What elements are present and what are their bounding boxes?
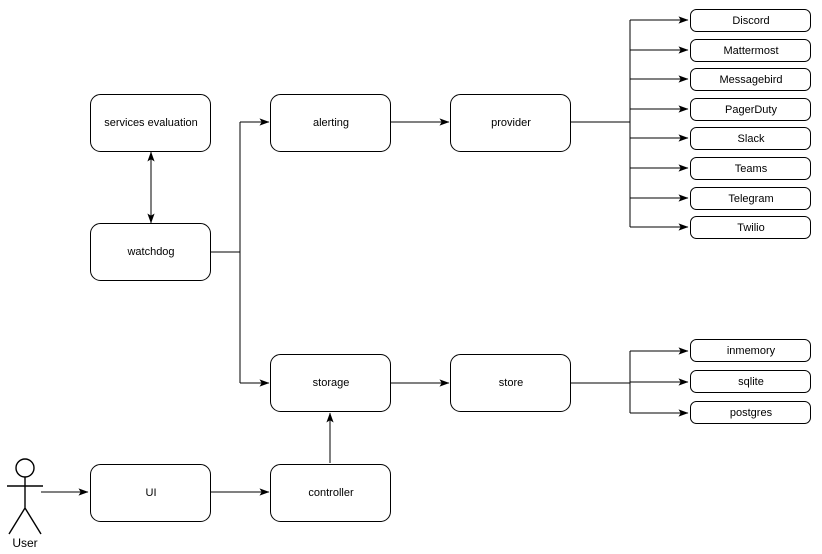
node-provider-messagebird-box[interactable] (690, 68, 811, 91)
node-provider-twilio-box[interactable] (690, 216, 811, 239)
node-store-inmemory-label: inmemory (727, 345, 776, 357)
node-provider-twilio-label: Twilio (737, 222, 765, 234)
node-store-sqlite[interactable]: sqlite (690, 370, 811, 393)
node-provider-pagerduty-box[interactable] (690, 98, 811, 121)
node-store-sqlite-label: sqlite (738, 376, 764, 388)
node-provider-discord-label: Discord (732, 15, 769, 27)
node-provider-box[interactable] (450, 94, 571, 152)
node-services-evaluation-label: services evaluation (104, 117, 198, 129)
node-provider-telegram-label: Telegram (728, 193, 773, 205)
node-controller[interactable]: controller (270, 464, 391, 522)
node-provider-telegram-box[interactable] (690, 187, 811, 210)
node-store-inmemory-box[interactable] (690, 339, 811, 362)
node-storage-label: storage (313, 377, 350, 389)
node-alerting-box[interactable] (270, 94, 391, 152)
node-store-sqlite-box[interactable] (690, 370, 811, 393)
node-storage-box[interactable] (270, 354, 391, 412)
node-store-label: store (499, 377, 523, 389)
node-provider-teams-label: Teams (735, 163, 768, 175)
node-provider-mattermost-box[interactable] (690, 39, 811, 62)
node-watchdog[interactable]: watchdog (90, 223, 211, 281)
user-actor: User (7, 458, 43, 550)
node-store-box[interactable] (450, 354, 571, 412)
node-provider-telegram[interactable]: Telegram (690, 187, 811, 210)
actor-body-icon (7, 477, 43, 535)
node-provider-messagebird[interactable]: Messagebird (690, 68, 811, 91)
node-store[interactable]: store (450, 354, 571, 412)
node-provider-teams-box[interactable] (690, 157, 811, 180)
node-controller-label: controller (308, 487, 354, 499)
node-provider[interactable]: provider (450, 94, 571, 152)
actor-head-icon (15, 458, 35, 478)
node-controller-box[interactable] (270, 464, 391, 522)
node-provider-discord[interactable]: Discord (690, 9, 811, 32)
node-provider-mattermost-label: Mattermost (723, 45, 778, 57)
node-store-postgres[interactable]: postgres (690, 401, 811, 424)
node-store-postgres-box[interactable] (690, 401, 811, 424)
node-watchdog-box[interactable] (90, 223, 211, 281)
node-ui-box[interactable] (90, 464, 211, 522)
actor-label: User (12, 536, 37, 550)
node-services-evaluation-box[interactable] (90, 94, 211, 152)
node-provider-slack[interactable]: Slack (690, 127, 811, 150)
node-store-inmemory[interactable]: inmemory (690, 339, 811, 362)
node-provider-teams[interactable]: Teams (690, 157, 811, 180)
node-provider-mattermost[interactable]: Mattermost (690, 39, 811, 62)
node-alerting[interactable]: alerting (270, 94, 391, 152)
node-provider-discord-box[interactable] (690, 9, 811, 32)
node-storage[interactable]: storage (270, 354, 391, 412)
node-provider-twilio[interactable]: Twilio (690, 216, 811, 239)
node-services-evaluation[interactable]: services evaluation (90, 94, 211, 152)
node-store-postgres-label: postgres (730, 407, 773, 419)
node-ui[interactable]: UI (90, 464, 211, 522)
node-provider-pagerduty[interactable]: PagerDuty (690, 98, 811, 121)
node-watchdog-label: watchdog (126, 246, 174, 258)
node-provider-slack-label: Slack (738, 133, 765, 145)
node-alerting-label: alerting (313, 117, 349, 129)
node-provider-messagebird-label: Messagebird (720, 74, 783, 86)
node-ui-label: UI (146, 487, 157, 499)
node-provider-label: provider (491, 117, 531, 129)
node-provider-slack-box[interactable] (690, 127, 811, 150)
node-provider-pagerduty-label: PagerDuty (725, 104, 777, 116)
